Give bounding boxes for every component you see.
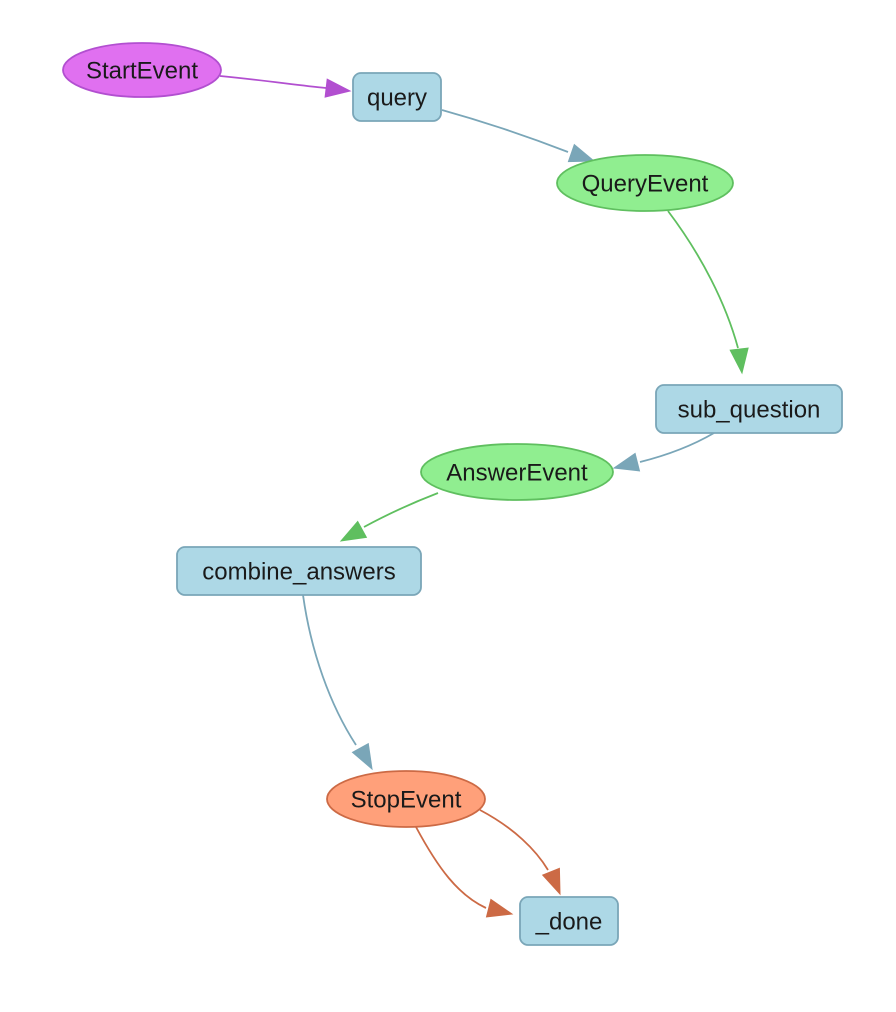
edge-sub_question-to-answer_event <box>612 432 715 472</box>
node-label: AnswerEvent <box>446 460 588 487</box>
node-label: StartEvent <box>86 58 198 85</box>
node-label: QueryEvent <box>582 171 709 198</box>
arrowhead <box>567 143 596 163</box>
arrowhead <box>351 742 373 771</box>
node-answer-event: AnswerEvent <box>420 443 614 501</box>
node-shape <box>176 546 422 596</box>
edge-line <box>219 75 327 89</box>
node-shape <box>556 154 734 212</box>
node-query: query <box>352 72 442 122</box>
arrowhead <box>485 898 514 918</box>
edge-query-to-query_event <box>441 109 596 163</box>
edge-line <box>363 492 439 528</box>
edge-query_event-to-sub_question <box>667 210 749 375</box>
edge-line <box>479 809 549 871</box>
node-label: StopEvent <box>351 787 462 814</box>
arrowhead <box>324 78 352 98</box>
node-shape <box>352 72 442 122</box>
node-stop-event: StopEvent <box>326 770 486 828</box>
node-sub-question: sub_question <box>655 384 843 434</box>
node-shape <box>62 42 222 98</box>
edge-line <box>441 109 569 153</box>
edge-stop_event-to-done <box>479 809 561 896</box>
arrowhead <box>612 452 641 472</box>
arrowhead <box>339 520 368 542</box>
node-label: query <box>367 85 427 112</box>
edge-layer <box>219 75 749 918</box>
node-label: _done <box>535 909 603 936</box>
node-shape <box>519 896 619 946</box>
node-shape <box>420 443 614 501</box>
node-label: sub_question <box>678 397 821 424</box>
node-done: _done <box>519 896 619 946</box>
edge-line <box>415 826 487 909</box>
edge-line <box>302 594 357 746</box>
edge-line <box>639 432 715 463</box>
edge-stop_event-to-done <box>415 826 514 918</box>
node-query-event: QueryEvent <box>556 154 734 212</box>
arrowhead <box>729 347 749 375</box>
node-shape <box>326 770 486 828</box>
node-start-event: StartEvent <box>62 42 222 98</box>
node-shape <box>655 384 843 434</box>
node-label: combine_answers <box>202 559 395 586</box>
edge-answer_event-to-combine_answers <box>339 492 439 542</box>
edge-combine_answers-to-stop_event <box>302 594 373 771</box>
edge-line <box>667 210 739 349</box>
arrowhead <box>541 867 561 896</box>
node-combine-answers: combine_answers <box>176 546 422 596</box>
edge-start_event-to-query <box>219 75 352 98</box>
